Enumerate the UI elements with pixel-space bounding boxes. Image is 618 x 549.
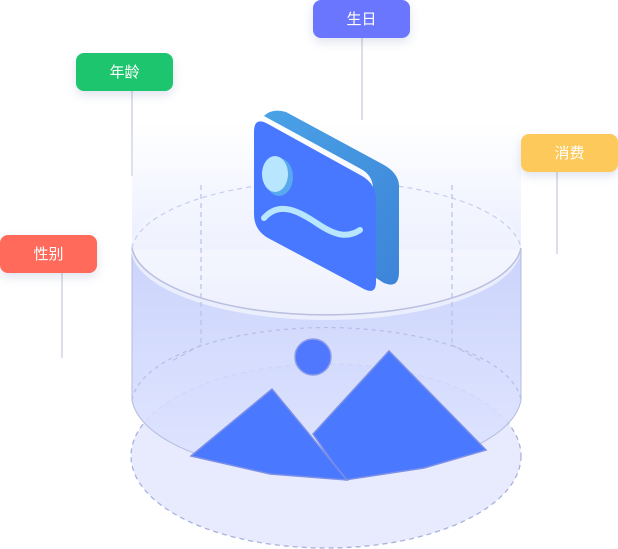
floating-card (254, 110, 399, 291)
top-face-back-rim (131, 180, 522, 249)
tag-xiaofei: 消费 (521, 134, 618, 172)
top-face-front-rim (131, 247, 522, 316)
tag-shengri: 生日 (313, 0, 410, 38)
sun-circle (294, 338, 332, 376)
tag-nianling: 年龄 (76, 53, 173, 91)
card-sun (262, 156, 288, 192)
inner-back-curve (131, 327, 522, 401)
card-side (264, 110, 399, 285)
card-wave (261, 205, 363, 238)
mountain-left (189, 387, 349, 481)
tag-xingbie: 性别 (0, 235, 97, 273)
